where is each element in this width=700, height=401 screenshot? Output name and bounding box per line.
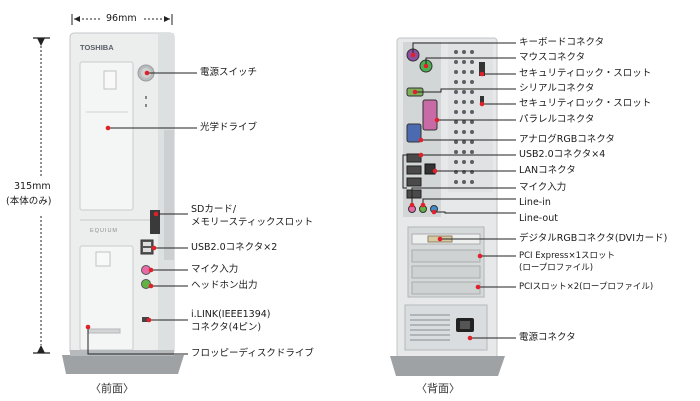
label-security-2: セキュリティロック・スロット xyxy=(519,98,652,109)
front-height-label: 315mm xyxy=(14,181,51,192)
label-optical-drive: 光学ドライブ xyxy=(200,122,258,133)
label-ilink-line1: i.LINK(IEEE1394) xyxy=(191,309,271,320)
label-back-usb: USB2.0コネクタ×4 xyxy=(519,149,606,160)
front-height-note: (本体のみ) xyxy=(6,196,52,207)
front-model: EQUIUM xyxy=(90,228,118,234)
label-line-in: Line-in xyxy=(519,197,551,208)
label-front-usb: USB2.0コネクタ×2 xyxy=(191,242,278,253)
label-floppy: フロッピーディスクドライブ xyxy=(191,348,314,359)
label-sd-card-line1: SDカード/ xyxy=(191,204,237,215)
back-leader-lines xyxy=(402,42,516,339)
front-dots xyxy=(85,70,159,330)
label-line-out: Line-out xyxy=(519,213,558,224)
label-front-mic: マイク入力 xyxy=(191,264,239,275)
label-pci-express-line2: (ロープロファイル) xyxy=(519,263,594,273)
label-lan: LANコネクタ xyxy=(519,165,576,176)
label-security-1: セキュリティロック・スロット xyxy=(519,68,652,79)
label-pci-slot: PCIスロット×2(ロープロファイル) xyxy=(519,282,654,292)
label-headphone: ヘッドホン出力 xyxy=(191,280,258,291)
label-power-switch: 電源スイッチ xyxy=(200,67,258,78)
label-keyboard: キーボードコネクタ xyxy=(519,37,605,48)
front-caption: 〈前面〉 xyxy=(90,382,134,395)
label-serial: シリアルコネクタ xyxy=(519,83,595,94)
label-sd-card-line2: メモリースティックスロット xyxy=(191,217,314,228)
back-dots xyxy=(409,52,485,341)
back-caption: 〈背面〉 xyxy=(416,382,460,395)
front-width-label: 96mm xyxy=(106,13,137,24)
label-parallel: パラレルコネクタ xyxy=(519,114,595,125)
front-brand: TOSHIBA xyxy=(80,43,114,52)
label-ilink-line2: コネクタ(4ピン) xyxy=(191,322,262,333)
label-mouse: マウスコネクタ xyxy=(519,52,586,63)
label-back-mic: マイク入力 xyxy=(519,182,567,193)
width-dimension xyxy=(71,14,173,25)
label-power-connector: 電源コネクタ xyxy=(519,332,576,343)
front-leader-lines xyxy=(87,72,197,355)
label-digital-rgb: デジタルRGBコネクタ(DVIカード) xyxy=(519,233,668,244)
front-case xyxy=(62,32,184,374)
label-analog-rgb: アナログRGBコネクタ xyxy=(519,134,615,145)
label-pci-express-line1: PCI Express×1スロット xyxy=(519,251,615,261)
height-dimension xyxy=(33,37,50,354)
